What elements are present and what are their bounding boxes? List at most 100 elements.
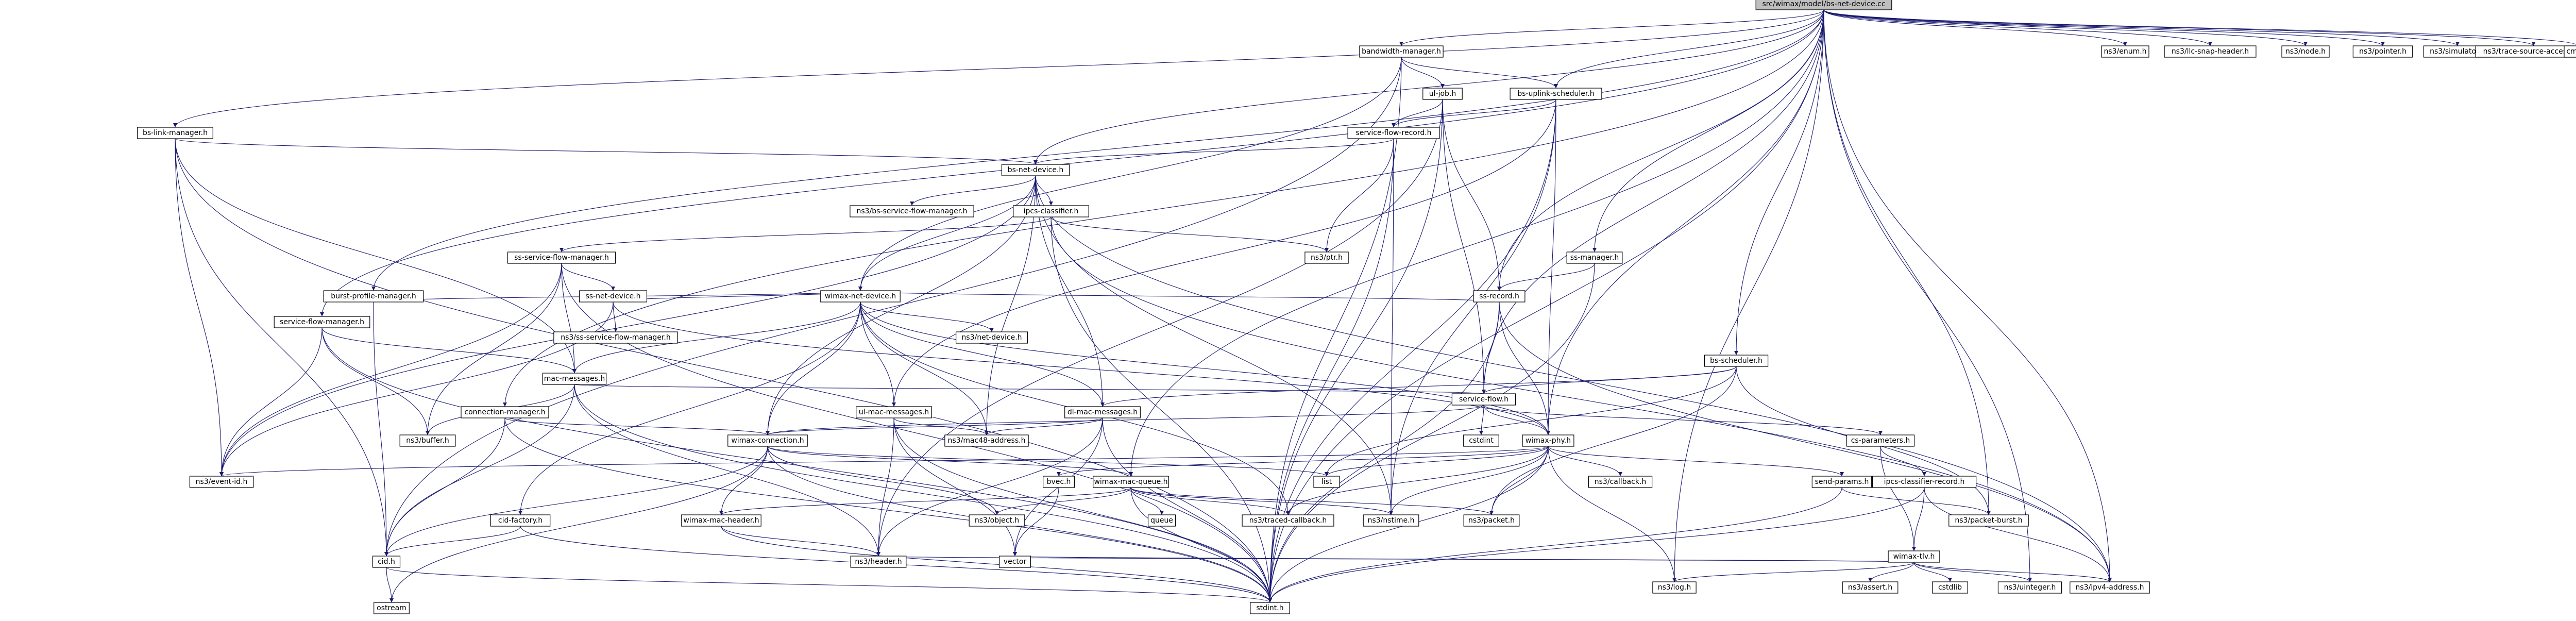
edge-ul_mac_messages-to-header bbox=[878, 417, 894, 557]
node-cid-factory[interactable]: cid-factory.h bbox=[490, 514, 551, 527]
node-localback[interactable]: ns3/callback.h bbox=[1588, 476, 1653, 488]
node-wimax-mac-header[interactable]: wimax-mac-header.h bbox=[681, 514, 761, 527]
node-mac48-address[interactable]: ns3/mac48-address.h bbox=[944, 434, 1029, 447]
node-bs-link-manager[interactable]: bs-link-manager.h bbox=[137, 127, 213, 139]
node-service-flow[interactable]: service-flow.h bbox=[1451, 393, 1516, 406]
node-cs-parameters[interactable]: cs-parameters.h bbox=[1846, 434, 1915, 447]
node-ptr[interactable]: ns3/ptr.h bbox=[1304, 251, 1349, 264]
edge-arrowhead bbox=[614, 328, 618, 332]
node-service-flow-manager[interactable]: service-flow-manager.h bbox=[274, 316, 370, 328]
edge-root-to-node bbox=[1823, 9, 2306, 46]
node-box bbox=[490, 514, 551, 527]
edge-dl_mac_messages-to-mac48_address bbox=[986, 417, 1103, 435]
node-wimax-connection[interactable]: wimax-connection.h bbox=[727, 434, 808, 447]
node-packet[interactable]: ns3/packet.h bbox=[1463, 514, 1520, 527]
node-box bbox=[461, 406, 549, 418]
node-ul-job[interactable]: ul-job.h bbox=[1422, 88, 1463, 100]
node-node[interactable]: ns3/node.h bbox=[2281, 45, 2330, 58]
node-uinteger[interactable]: ns3/uinteger.h bbox=[1997, 581, 2062, 594]
edge-ipcs_classifier_record-to-stdint bbox=[1269, 487, 1925, 603]
node-label: ns3/simulator.h bbox=[2430, 47, 2485, 56]
node-pointer[interactable]: ns3/pointer.h bbox=[2352, 45, 2413, 58]
edge-arrowhead bbox=[1592, 248, 1597, 252]
node-dl-mac-messages[interactable]: dl-mac-messages.h bbox=[1064, 406, 1141, 418]
edge-wimax_mac_queue-to-packet bbox=[1130, 487, 1492, 515]
node-enum[interactable]: ns3/enum.h bbox=[2101, 45, 2149, 58]
node-ul-mac-messages[interactable]: ul-mac-messages.h bbox=[856, 406, 932, 418]
node-bs-service-flow-manager[interactable]: ns3/bs-service-flow-manager.h bbox=[850, 205, 974, 217]
node-ns3-service-flow-manager[interactable]: ns3/ss-service-flow-manager.h bbox=[553, 331, 678, 344]
edge-arrowhead bbox=[1554, 84, 1558, 88]
edge-connection_manager-to-wimax_connection bbox=[504, 417, 768, 435]
node-label: cmath bbox=[2566, 47, 2576, 56]
edge-arrowhead bbox=[2381, 42, 2385, 46]
node-net-device[interactable]: ns3/net-device.h bbox=[955, 331, 1028, 344]
node-wimax-net-device[interactable]: wimax-net-device.h bbox=[820, 290, 901, 303]
node-ipv4-address[interactable]: ns3/ipv4-address.h bbox=[2070, 581, 2150, 594]
node-wimax-phy[interactable]: wimax-phy.h bbox=[1522, 434, 1574, 447]
node-ipcs-classifier-record[interactable]: ipcs-classifier-record.h bbox=[1872, 476, 1977, 488]
node-assert[interactable]: ns3/assert.h bbox=[1842, 581, 1899, 594]
edge-arrowhead bbox=[2123, 42, 2127, 46]
edge-arrowhead bbox=[572, 369, 577, 373]
node-burst-profile-manager[interactable]: burst-profile-manager.h bbox=[323, 290, 424, 303]
edge-cs_parameters-to-wimax_tlv bbox=[1880, 446, 1914, 551]
node-ss-record[interactable]: ss-record.h bbox=[1473, 290, 1526, 303]
node-ostream[interactable]: ostream bbox=[374, 602, 410, 614]
node-header[interactable]: ns3/header.h bbox=[850, 556, 907, 568]
node-wimax-tlv[interactable]: wimax-tlv.h bbox=[1888, 550, 1940, 563]
node-service-flow-record[interactable]: service-flow-record.h bbox=[1347, 127, 1440, 139]
node-cid[interactable]: cid.h bbox=[372, 556, 401, 568]
node-root[interactable]: src/wimax/model/bs-net-device.cc bbox=[1755, 0, 1892, 10]
edge-root-to-bs_uplink_scheduler bbox=[1555, 9, 1824, 89]
node-label: dl-mac-messages.h bbox=[1067, 408, 1138, 416]
node-event-id[interactable]: ns3/event-id.h bbox=[189, 476, 254, 488]
node-wimax-mac-queue[interactable]: wimax-mac-queue.h bbox=[1093, 476, 1169, 488]
node-label: bandwidth-manager.h bbox=[1362, 47, 1441, 56]
node-box bbox=[1755, 0, 1892, 10]
node-send-params[interactable]: send-params.h bbox=[1811, 476, 1872, 488]
node-ipcs-classifier[interactable]: ipcs-classifier.h bbox=[1013, 205, 1089, 217]
node-bs-scheduler[interactable]: bs-scheduler.h bbox=[1704, 355, 1769, 367]
node-bs-uplink-scheduler[interactable]: bs-uplink-scheduler.h bbox=[1510, 88, 1602, 100]
node-ss-manager[interactable]: ss-manager.h bbox=[1566, 251, 1623, 264]
edge-service_flow_record-to-stdint bbox=[1269, 138, 1394, 603]
node-buffer[interactable]: ns3/buffer.h bbox=[399, 434, 456, 447]
node-cstdlib[interactable]: cstdlib bbox=[1932, 581, 1968, 594]
node-vector[interactable]: vector bbox=[998, 556, 1031, 568]
edge-burst_profile_manager-to-cid bbox=[373, 301, 387, 557]
node-packet-burst[interactable]: ns3/packet-burst.h bbox=[1948, 514, 2029, 527]
node-trace-source-accessor[interactable]: ns3/trace-source-accessor.h bbox=[2475, 45, 2576, 58]
node-connection-manager[interactable]: connection-manager.h bbox=[461, 406, 549, 418]
node-stdint[interactable]: stdint.h bbox=[1250, 602, 1290, 614]
node-bs-net-device[interactable]: bs-net-device.h bbox=[1001, 164, 1070, 176]
node-cmath[interactable]: cmath bbox=[2564, 45, 2576, 58]
edge-bs_uplink_scheduler-to-stdint bbox=[1269, 99, 1556, 603]
node-bvec[interactable]: bvec.h bbox=[1042, 476, 1075, 488]
node-simulator[interactable]: ns3/simulator.h bbox=[2423, 45, 2492, 58]
node-ss-service-flow-manager[interactable]: ss-service-flow-manager.h bbox=[507, 251, 616, 264]
edge-ss_net_device-to-event_id bbox=[221, 301, 614, 477]
node-box bbox=[1522, 434, 1574, 447]
edge-arrowhead bbox=[1868, 578, 1872, 582]
edge-bs_uplink_scheduler-to-ul_mac_messages bbox=[893, 99, 1556, 407]
node-ss-net-device[interactable]: ss-net-device.h bbox=[579, 290, 648, 303]
node-cstdint[interactable]: cstdint bbox=[1463, 434, 1499, 447]
node-bandwidth-manager[interactable]: bandwidth-manager.h bbox=[1359, 45, 1444, 58]
edge-ss_record-to-wimax_phy bbox=[1499, 301, 1549, 435]
edge-dl_mac_messages-to-wimax_connection bbox=[767, 417, 1103, 435]
node-object[interactable]: ns3/object.h bbox=[969, 514, 1025, 527]
edge-wimax_net_device-to-wimax_connection bbox=[767, 301, 861, 435]
node-label: ns3/nstime.h bbox=[1368, 516, 1415, 525]
node-llc-snap-header[interactable]: ns3/llc-snap-header.h bbox=[2164, 45, 2257, 58]
edge-wimax_phy-to-bvec bbox=[1058, 446, 1549, 477]
node-mac-messages[interactable]: mac-messages.h bbox=[542, 373, 607, 385]
edge-arrowhead bbox=[1948, 578, 1952, 582]
node-queue[interactable]: queue bbox=[1147, 514, 1176, 527]
edge-ss_record-to-service_flow bbox=[1483, 301, 1500, 394]
node-log[interactable]: ns3/log.h bbox=[1652, 581, 1697, 594]
node-traced-callback[interactable]: ns3/traced-callback.h bbox=[1242, 514, 1334, 527]
node-nstime[interactable]: ns3/nstime.h bbox=[1363, 514, 1419, 527]
node-list[interactable]: list bbox=[1313, 476, 1340, 488]
